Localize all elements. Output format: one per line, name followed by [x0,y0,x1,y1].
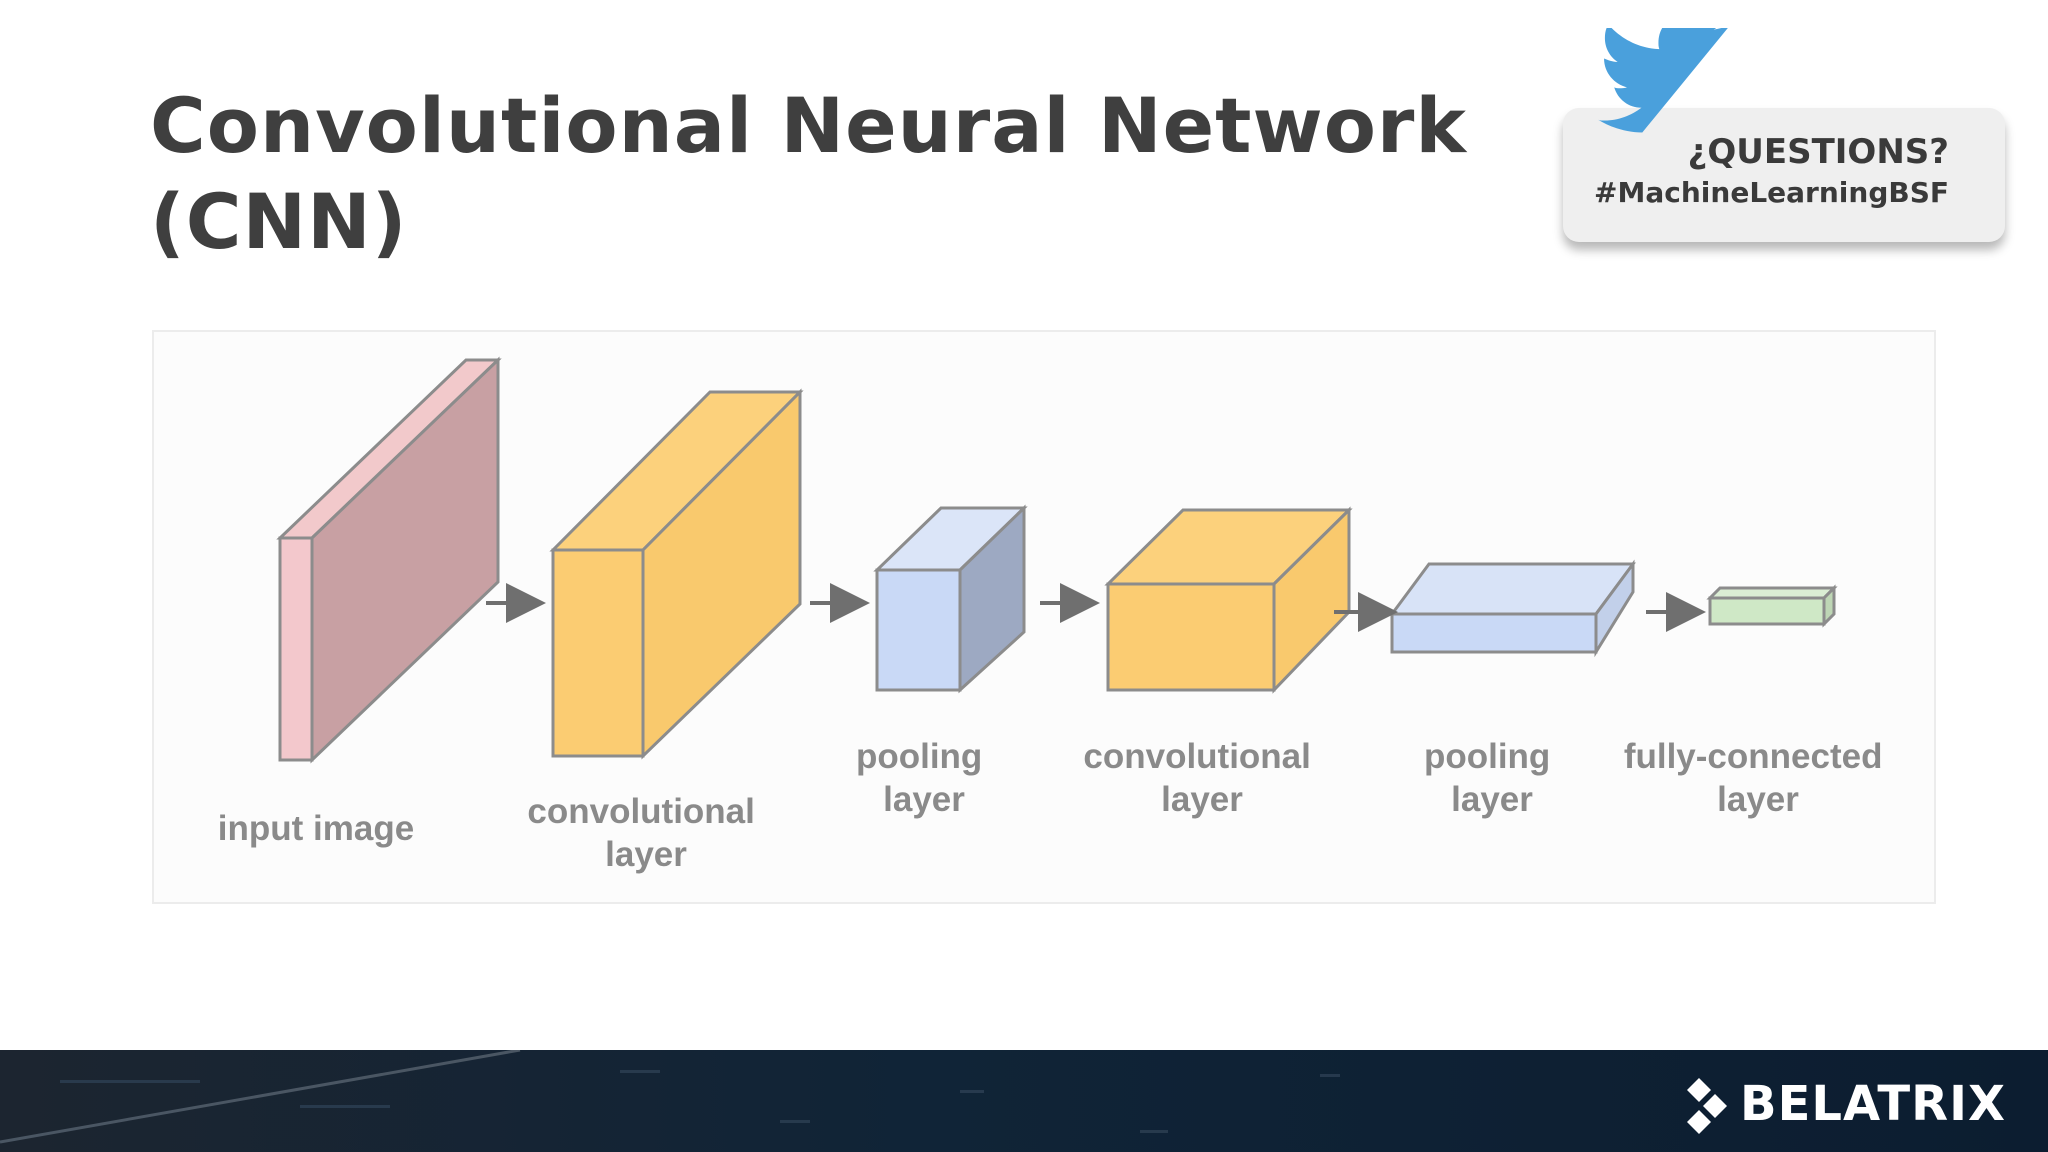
label-pooling-layer-2: pooling layer [1424,737,1560,819]
label-input-image: input image [218,809,414,848]
input-image-block [276,356,502,764]
label-convolutional-layer-1: convolutional layer [527,792,764,874]
footer-bar [0,1050,2048,1152]
convolutional-layer-1-block [549,388,804,760]
footer-background-graphic [0,1050,1340,1144]
pooling-layer-2-block [1389,559,1636,658]
belatrix-logo-icon [1687,1078,1727,1134]
slide-title-line-2: (CNN) [150,177,408,266]
twitter-bird-icon [1598,28,1728,133]
questions-hashtag: #MachineLearningBSF [1594,176,1949,209]
belatrix-logo-text: BELATRIX [1740,1076,2006,1132]
convolutional-layer-2-block [1104,506,1353,694]
label-fully-connected-layer: fully-connected layer [1624,737,1892,819]
label-convolutional-layer-2: convolutional layer [1083,737,1320,819]
questions-heading: ¿QUESTIONS? [1687,132,1949,172]
cnn-architecture-diagram: input image convolutional layer pooling … [218,356,1892,874]
label-pooling-layer-1: pooling layer [856,737,992,819]
cnn-diagram-panel: input image convolutional layer pooling … [152,330,1936,904]
fully-connected-layer-block [1706,584,1838,628]
slide-title: Convolutional Neural Network (CNN) [150,78,1467,270]
questions-card: ¿QUESTIONS? #MachineLearningBSF [1563,108,2005,242]
slide-title-line-1: Convolutional Neural Network [150,81,1467,170]
pooling-layer-1-block [873,504,1028,694]
